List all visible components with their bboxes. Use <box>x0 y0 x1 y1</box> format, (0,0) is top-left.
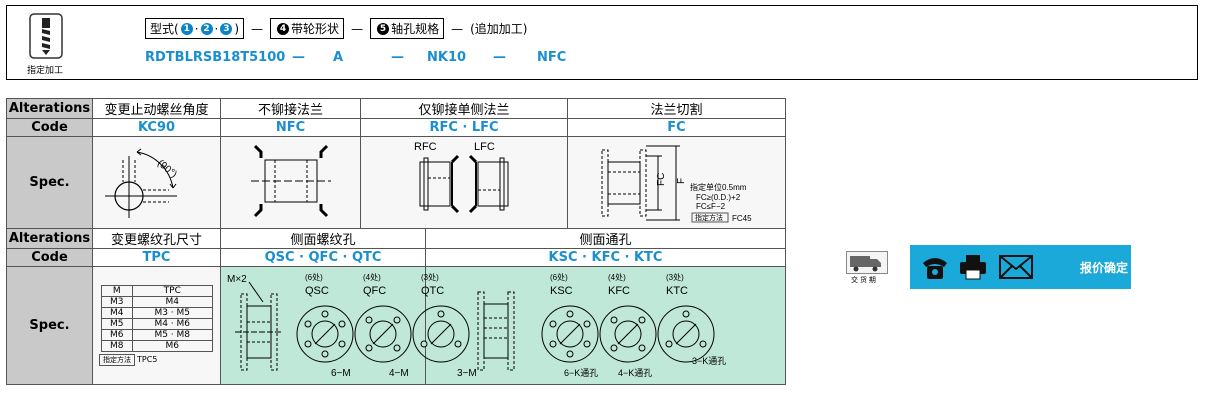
code-fc[interactable]: FC <box>567 118 787 137</box>
code-qsc-qfc-qtc[interactable]: QSC · QFC · QTC <box>220 248 426 267</box>
delivery-time-button[interactable]: 交 货 期 <box>846 251 888 284</box>
alt-rfc: 仅铆接单侧法兰 <box>359 98 569 119</box>
svg-text:6−M: 6−M <box>331 368 351 379</box>
dash-2: — <box>391 50 404 65</box>
svg-text:指定方法: 指定方法 <box>695 213 723 222</box>
phone-icon[interactable] <box>920 253 950 281</box>
spec-header-2: Spec. <box>6 266 93 385</box>
bore-value: NK10 <box>427 50 467 65</box>
dash-3: — <box>493 50 506 65</box>
code-rfc-lfc[interactable]: RFC · LFC <box>359 118 569 137</box>
alt-nfc: 不铆接法兰 <box>220 98 361 119</box>
spec-fc-diagram: FC F 指定单位0.5mm FC≥(0.D.)+2 FC≤F−2 指定方法 F… <box>567 136 787 229</box>
alt-qsc: 侧面螺纹孔 <box>220 228 426 249</box>
spec-header: Spec. <box>6 136 93 229</box>
svg-text:FC≤F−2: FC≤F−2 <box>696 202 726 211</box>
alterations-table: Alterations 变更止动螺丝角度 不铆接法兰 仅铆接单侧法兰 法兰切割 … <box>6 98 787 385</box>
extra-processing-label: (追加加工) <box>470 22 528 36</box>
svg-text:M×2: M×2 <box>227 274 247 285</box>
shape-value: A <box>333 50 344 65</box>
svg-text:KFC: KFC <box>608 285 630 297</box>
alterations-header: Alterations <box>6 98 93 119</box>
svg-text:(6处): (6处) <box>305 272 323 282</box>
model-value: RDTBLRSB18T5100 <box>145 50 286 65</box>
svg-text:(3处): (3处) <box>666 272 684 282</box>
svg-text:FC≥(0.D.)+2: FC≥(0.D.)+2 <box>696 193 741 202</box>
spec-nfc-diagram <box>220 136 361 229</box>
quote-confirm-bar[interactable]: 报价确定 <box>910 245 1131 289</box>
svg-text:(6处): (6处) <box>550 272 568 282</box>
svg-text:3−K通孔: 3−K通孔 <box>692 356 726 366</box>
quote-confirm-label: 报价确定 <box>1080 261 1129 275</box>
spec-qsc-diagram: M×2 (6处 <box>220 266 477 385</box>
svg-text:(3处): (3处) <box>421 272 439 282</box>
svg-text:QSC: QSC <box>305 285 329 297</box>
svg-text:F: F <box>676 177 687 183</box>
drill-icon <box>29 13 63 59</box>
svg-text:QFC: QFC <box>363 285 386 297</box>
code-ksc-kfc-ktc[interactable]: KSC · KFC · KTC <box>424 248 787 267</box>
code-kc90[interactable]: KC90 <box>92 118 221 137</box>
alt-kc90: 变更止动螺丝角度 <box>92 98 221 119</box>
svg-text:QTC: QTC <box>421 285 444 297</box>
dash-1: — <box>292 50 305 65</box>
extra-value: NFC <box>537 50 567 65</box>
printer-icon[interactable] <box>958 253 988 281</box>
code-header-2: Code <box>6 248 93 267</box>
alt-fc: 法兰切割 <box>567 98 787 119</box>
svg-text:KTC: KTC <box>666 285 688 297</box>
spec-rfc-diagram: RFC LFC <box>359 136 569 229</box>
code-nfc[interactable]: NFC <box>220 118 361 137</box>
truck-icon: 交 货 期 <box>846 251 888 284</box>
alt-tpc: 变更螺纹孔尺寸 <box>92 228 221 249</box>
svg-text:KSC: KSC <box>550 285 573 297</box>
svg-text:FC45: FC45 <box>732 214 752 223</box>
svg-text:4−M: 4−M <box>389 368 409 379</box>
svg-text:(90°): (90°) <box>155 157 179 179</box>
alterations-header-2: Alterations <box>6 228 93 249</box>
specify-method-tag: 指定方法 <box>99 354 135 366</box>
svg-text:6−K通孔: 6−K通孔 <box>564 368 598 378</box>
model-field: 型式(1·2·3) <box>145 18 245 39</box>
code-tpc[interactable]: TPC <box>92 248 221 267</box>
svg-text:指定单位0.5mm: 指定单位0.5mm <box>690 182 747 192</box>
svg-text:RFC: RFC <box>414 141 437 153</box>
spec-kc90-diagram: (90°) <box>92 136 221 229</box>
spec-ksc-diagram: (6处) (4处) (3处) KSC KFC KTC 6−K通孔 4−K通孔 3… <box>424 266 787 385</box>
custom-processing-label: 指定加工 <box>27 66 64 76</box>
svg-text:LFC: LFC <box>474 141 495 153</box>
alt-ksc: 侧面通孔 <box>424 228 787 249</box>
svg-text:交 货 期: 交 货 期 <box>851 275 876 283</box>
svg-text:(4处): (4处) <box>608 272 626 282</box>
svg-text:FC: FC <box>656 172 667 185</box>
code-header: Code <box>6 118 93 137</box>
mail-icon[interactable] <box>998 253 1034 281</box>
svg-text:4−K通孔: 4−K通孔 <box>618 368 652 378</box>
svg-text:(4处): (4处) <box>363 272 381 282</box>
